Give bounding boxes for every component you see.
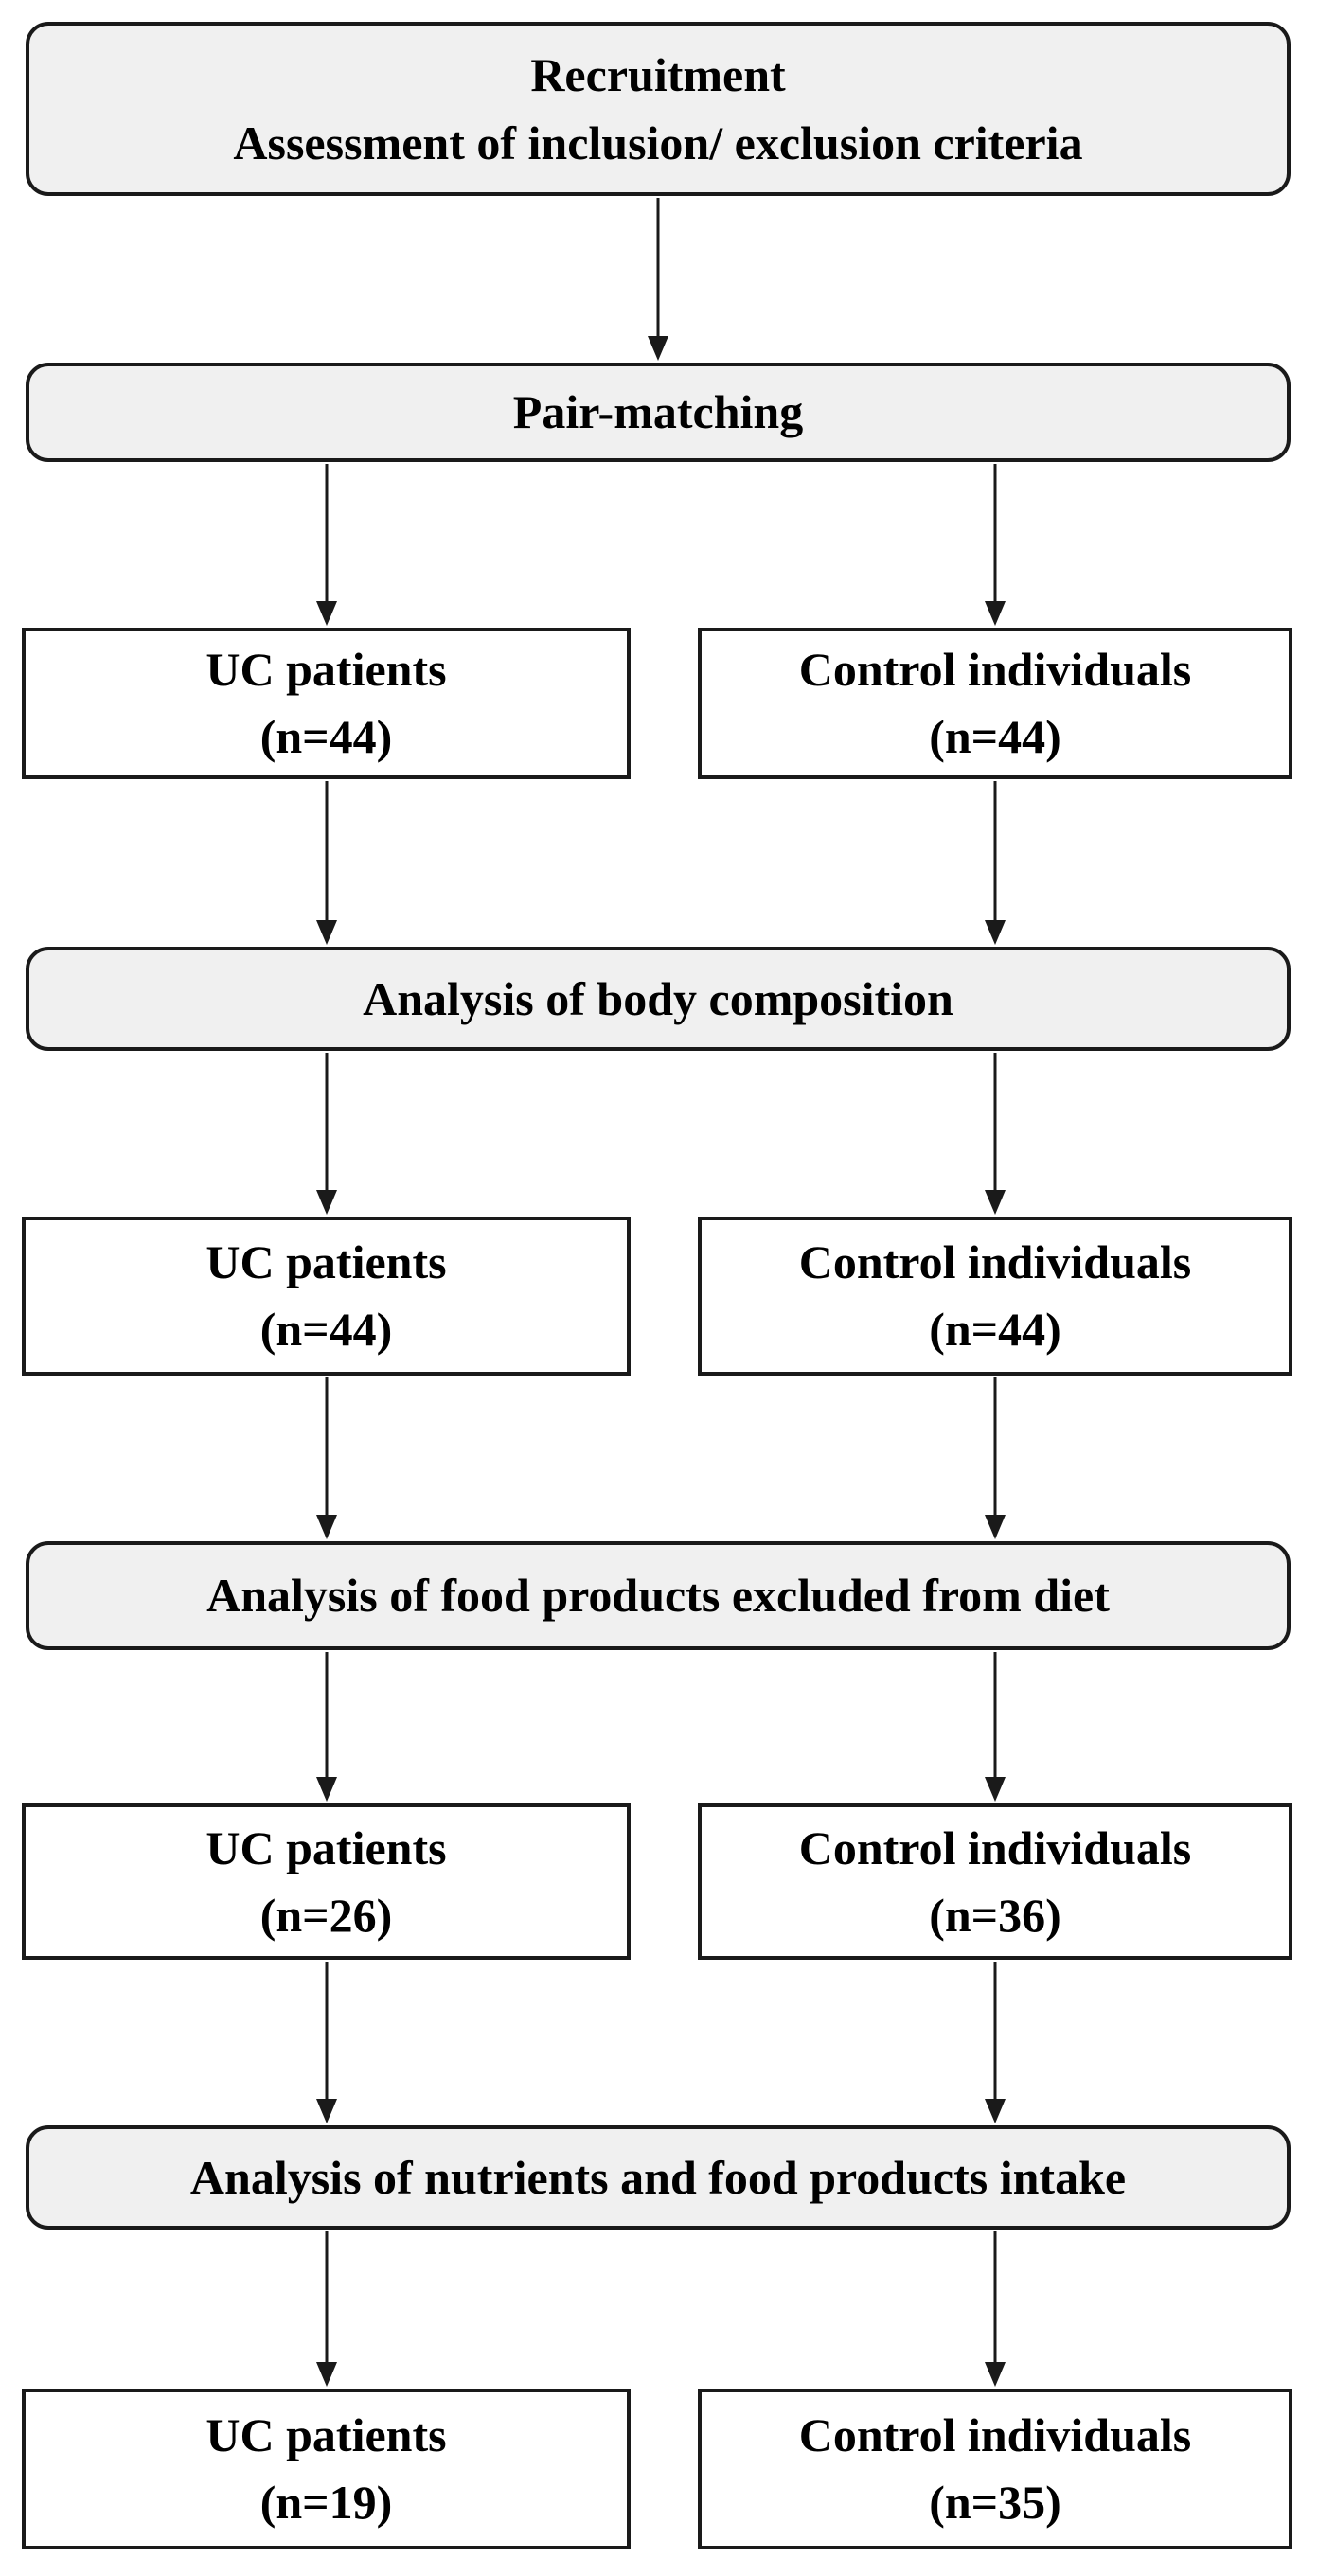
stage-recruitment-line1: Recruitment [530,47,786,101]
uc1-to-body-composition-arrow [316,781,337,945]
uc2-to-food-excluded-arrow [316,1377,337,1539]
group-control-individuals-3-count: (n=36) [929,1888,1061,1942]
group-uc-patients-2: UC patients (n=44) [22,1217,631,1376]
group-control-individuals-1-title: Control individuals [798,643,1192,696]
group-control-individuals-4-title: Control individuals [798,2408,1192,2461]
group-control-individuals-4: Control individuals (n=35) [698,2389,1292,2549]
stage-recruitment-line2: Assessment of inclusion/ exclusion crite… [233,116,1083,169]
group-uc-patients-3: UC patients (n=26) [22,1803,631,1960]
stage-pair-matching-label: Pair-matching [512,385,804,439]
pair-matching-to-uc1-arrow [316,464,337,626]
group-uc-patients-2-count: (n=44) [259,1303,393,1356]
nutrients-intake-to-control4-arrow [985,2231,1006,2387]
group-uc-patients-4-count: (n=19) [259,2476,393,2529]
uc3-to-nutrients-intake-arrow [316,1962,337,2123]
body-composition-to-control2-arrow [985,1053,1006,1215]
control2-to-food-excluded-arrow [985,1377,1006,1539]
group-uc-patients-1-count: (n=44) [259,710,393,763]
stage-food-excluded: Analysis of food products excluded from … [26,1541,1291,1650]
group-uc-patients-4: UC patients (n=19) [22,2389,631,2549]
control3-to-nutrients-intake-arrow [985,1962,1006,2123]
group-uc-patients-4-title: UC patients [205,2408,447,2461]
group-control-individuals-1: Control individuals (n=44) [698,628,1292,779]
group-control-individuals-3-title: Control individuals [798,1821,1192,1874]
food-excluded-to-uc3-arrow [316,1652,337,1802]
body-composition-to-uc2-arrow [316,1053,337,1215]
group-uc-patients-3-count: (n=26) [259,1888,393,1942]
group-control-individuals-3: Control individuals (n=36) [698,1803,1292,1960]
group-control-individuals-2-count: (n=44) [929,1303,1061,1356]
group-uc-patients-1-title: UC patients [205,643,447,696]
stage-body-composition-label: Analysis of body composition [363,971,953,1025]
group-control-individuals-2: Control individuals (n=44) [698,1217,1292,1376]
group-control-individuals-1-count: (n=44) [929,710,1061,763]
food-excluded-to-control3-arrow [985,1652,1006,1802]
group-uc-patients-3-title: UC patients [205,1821,447,1874]
nutrients-intake-to-uc4-arrow [316,2231,337,2387]
stage-nutrients-intake: Analysis of nutrients and food products … [26,2125,1291,2230]
stage-pair-matching: Pair-matching [26,363,1291,462]
group-control-individuals-2-title: Control individuals [798,1235,1192,1288]
group-uc-patients-1: UC patients (n=44) [22,628,631,779]
group-uc-patients-2-title: UC patients [205,1235,447,1288]
stage-recruitment: Recruitment Assessment of inclusion/ exc… [26,22,1291,196]
stage-body-composition: Analysis of body composition [26,947,1291,1051]
recruitment-to-pair-matching-arrow [648,198,668,361]
stage-nutrients-intake-label: Analysis of nutrients and food products … [189,2150,1127,2204]
stage-food-excluded-label: Analysis of food products excluded from … [206,1569,1110,1623]
group-control-individuals-4-count: (n=35) [929,2476,1061,2529]
control1-to-body-composition-arrow [985,781,1006,945]
pair-matching-to-control1-arrow [985,464,1006,626]
